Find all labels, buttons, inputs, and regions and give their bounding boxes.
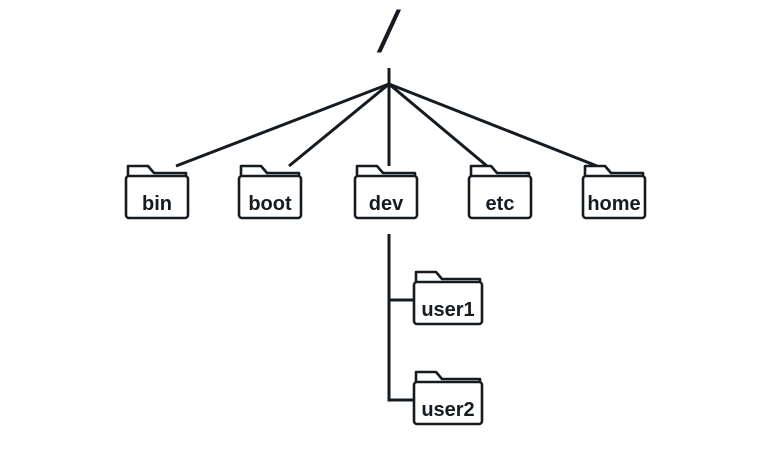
folder-label-bin: bin [142, 193, 172, 215]
folder-dev[interactable]: dev [353, 164, 419, 220]
root-label: / [376, 0, 402, 65]
edge-root-etc [388, 82, 488, 168]
folder-etc[interactable]: etc [467, 164, 533, 220]
edge-root-home [388, 82, 598, 168]
folder-label-etc: etc [486, 193, 515, 215]
folder-label-boot: boot [248, 193, 292, 215]
folder-icon [412, 270, 484, 326]
folder-icon [353, 164, 419, 220]
edge-dev-trunk [387, 234, 414, 402]
folder-boot[interactable]: boot [237, 164, 303, 220]
folder-label-dev: dev [369, 193, 404, 215]
edge-root-boot [288, 82, 390, 168]
edge-root-bin [175, 82, 390, 168]
folder-label-user2: user2 [421, 399, 474, 421]
folder-icon [124, 164, 190, 220]
folder-icon [467, 164, 533, 220]
folder-icon [237, 164, 303, 220]
folder-home[interactable]: home [581, 164, 647, 220]
folder-bin[interactable]: bin [124, 164, 190, 220]
folder-label-home: home [587, 193, 640, 215]
folder-icon [581, 164, 647, 220]
folder-user2[interactable]: user2 [412, 370, 484, 426]
folder-icon [412, 370, 484, 426]
folder-label-user1: user1 [421, 299, 474, 321]
folder-user1[interactable]: user1 [412, 270, 484, 326]
